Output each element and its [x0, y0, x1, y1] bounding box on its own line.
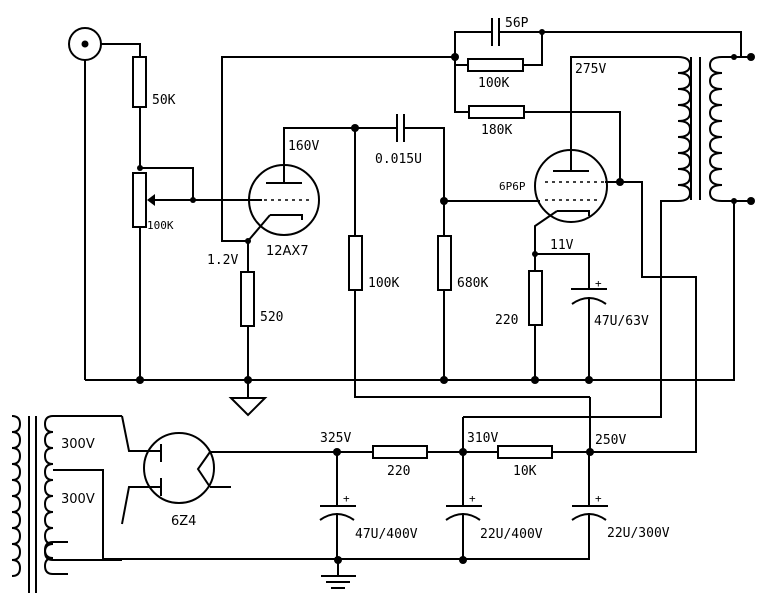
- tube-12ax7: [247, 127, 355, 242]
- label-22u-400v: 22U/400V: [480, 527, 543, 542]
- label-250v: 250V: [595, 433, 626, 448]
- label-310v: 310V: [467, 431, 498, 446]
- label-220-filter: 220: [387, 464, 410, 479]
- label-300v-1: 300V: [61, 437, 95, 452]
- power-transformer: [11, 415, 122, 593]
- label-0-015u: 0.015U: [375, 152, 422, 167]
- pot-wiper-icon: [147, 194, 155, 206]
- resistor-100k-plate: [348, 235, 363, 291]
- speaker-terminal-2[interactable]: [747, 197, 755, 205]
- label-220-cathode: 220: [495, 313, 518, 328]
- resistor-680k: [437, 235, 452, 291]
- label-1-2v: 1.2V: [207, 253, 238, 268]
- speaker-terminal-1[interactable]: [747, 53, 755, 61]
- wire-feedback-return: [221, 56, 455, 242]
- label-160v: 160V: [288, 139, 319, 154]
- capacitor-0-015u: [396, 114, 405, 142]
- resistor-180k: [468, 105, 525, 119]
- label-325v: 325V: [320, 431, 351, 446]
- resistor-220-filter: [372, 445, 428, 459]
- plus-sign: +: [595, 277, 602, 290]
- wire-center-tap: [53, 469, 590, 560]
- label-100k-feedback: 100K: [478, 76, 509, 91]
- label-520: 520: [260, 310, 283, 325]
- ground-symbol-icon: [228, 397, 268, 417]
- resistor-50k: [132, 56, 147, 108]
- wire-b-plus-preamp: [354, 290, 590, 398]
- label-47u-63v: 47U/63V: [594, 314, 649, 329]
- label-6z4: 6Z4: [171, 514, 196, 529]
- label-56p: 56P: [505, 16, 529, 31]
- label-180k: 180K: [481, 123, 512, 138]
- potentiometer-100k[interactable]: [132, 172, 147, 228]
- label-100k-plate: 100K: [368, 276, 399, 291]
- wire-screen-grid: [590, 181, 697, 453]
- label-47u-400v: 47U/400V: [355, 527, 418, 542]
- output-transformer: [677, 56, 723, 202]
- label-275v: 275V: [575, 62, 606, 77]
- tube-6p6p: [534, 149, 608, 254]
- label-12ax7: 12AX7: [266, 244, 309, 259]
- wire-input: [101, 43, 141, 57]
- label-10k: 10K: [513, 464, 537, 479]
- ground-bus: [85, 200, 735, 381]
- chassis-ground-icon: [321, 575, 356, 589]
- label-6p6p: 6P6P: [499, 180, 526, 193]
- wire-ot-primary: [463, 200, 678, 418]
- resistor-520: [240, 271, 255, 327]
- tube-6z4: [143, 432, 215, 504]
- capacitor-56p: [491, 18, 500, 46]
- label-22u-300v: 22U/300V: [607, 526, 670, 541]
- label-11v: 11V: [550, 238, 574, 253]
- label-680k: 680K: [457, 276, 488, 291]
- plus-sign: +: [469, 492, 476, 505]
- resistor-100k-feedback: [467, 58, 524, 72]
- input-jack[interactable]: [68, 27, 102, 61]
- label-50k: 50K: [152, 93, 176, 108]
- resistor-10k: [497, 445, 553, 459]
- label-100k-pot: 100K: [147, 219, 174, 232]
- plus-sign: +: [343, 492, 350, 505]
- resistor-220-cathode: [528, 270, 543, 326]
- label-300v-2: 300V: [61, 492, 95, 507]
- wire-plate-6p6p: [570, 56, 678, 171]
- plus-sign: +: [595, 492, 602, 505]
